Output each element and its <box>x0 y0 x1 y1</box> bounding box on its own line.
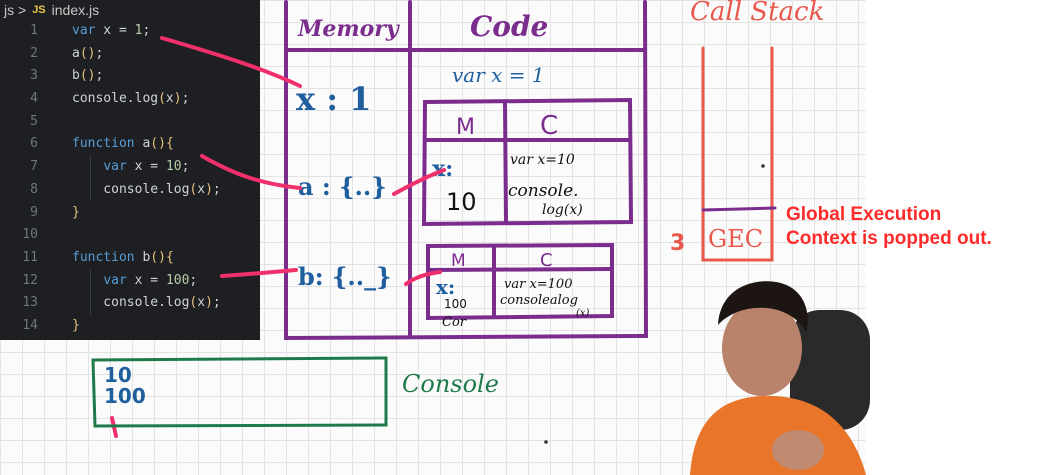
code-line[interactable]: 6 function a(){ <box>0 133 260 156</box>
memory-x-entry: x : 1 <box>296 80 371 118</box>
code-line[interactable]: 2 a(); <box>0 43 260 66</box>
line-number: 14 <box>22 317 38 333</box>
ctx-a-code-1: var x=10 <box>510 152 575 168</box>
slide-caption: Global Execution Context is popped out. <box>786 203 992 251</box>
ctx-b-memory-header: M <box>451 251 466 271</box>
ctx-b-code-2: consolealog <box>500 293 578 308</box>
ctx-a-code-header: C <box>540 111 558 141</box>
line-number: 1 <box>30 23 38 38</box>
code-line[interactable]: 13 console.log(x); <box>0 292 260 315</box>
breadcrumb-folder[interactable]: js > <box>4 2 27 18</box>
line-number: 4 <box>30 91 38 107</box>
code-text[interactable]: } <box>72 317 80 333</box>
code-text[interactable]: console.log(x); <box>72 181 221 197</box>
line-number: 12 <box>22 272 38 288</box>
code-line[interactable]: 9} <box>0 202 260 225</box>
connector-strokes <box>110 36 446 438</box>
code-line[interactable]: 3 b(); <box>0 65 260 88</box>
line-number: 6 <box>30 136 38 152</box>
ctx-a-code-2: console. <box>508 181 579 201</box>
code-line[interactable]: 12 var x = 100; <box>0 270 260 293</box>
memory-b-entry: b: {.._} <box>298 262 392 291</box>
code-text[interactable]: console.log(x); <box>72 91 190 107</box>
line-number: 11 <box>22 249 38 265</box>
code-text[interactable]: function b(){ <box>72 249 174 265</box>
call-stack-frame <box>701 46 777 262</box>
file-name-tab[interactable]: index.js <box>51 2 100 18</box>
code-lines[interactable]: 1 var x = 1; 2 a(); 3 b(); 4 console.log(x); 5 6 f… <box>0 20 260 338</box>
right-panel <box>866 0 1050 475</box>
call-stack-gec: GEC <box>708 225 763 253</box>
indent-guide <box>90 270 91 315</box>
ctx-b-code-header: C <box>540 250 553 271</box>
line-number: 2 <box>30 45 38 61</box>
ctx-b-mem-var: x: <box>436 275 455 299</box>
memory-a-entry: a : {..} <box>298 172 387 201</box>
code-line[interactable]: 4 console.log(x); <box>0 88 260 111</box>
memory-header: Memory <box>297 16 401 42</box>
line-number: 13 <box>22 295 38 311</box>
indent-guide <box>90 156 91 201</box>
line-number: 5 <box>30 113 38 129</box>
code-text[interactable]: var x = 100; <box>103 272 198 288</box>
code-editor: js > JS index.js 1 var x = 1; 2 a(); 3 b(); 4 c… <box>0 0 260 340</box>
code-text[interactable]: function a(){ <box>72 136 174 152</box>
caption-line-2: Context is popped out. <box>786 228 992 249</box>
code-line[interactable]: 7 var x = 10; <box>0 156 260 179</box>
ctx-b-code-3: (x) <box>576 308 590 319</box>
ctx-a-code-3: log(x) <box>542 202 583 218</box>
line-number: 7 <box>30 159 38 175</box>
console-box <box>91 356 388 428</box>
stray-dot <box>544 440 548 444</box>
code-line[interactable]: 1 var x = 1; <box>0 20 260 43</box>
line-number: 3 <box>30 68 38 84</box>
caption-line-1: Global Execution <box>786 204 942 225</box>
js-file-icon: JS <box>32 4 46 16</box>
code-text[interactable]: a(); <box>72 45 104 61</box>
ctx-b-mem-extra: Cor <box>442 315 467 330</box>
stray-dot <box>761 164 765 168</box>
code-text[interactable]: var x = 1; <box>72 23 151 38</box>
line-number: 9 <box>30 204 38 220</box>
ctx-b-code-1: var x=100 <box>504 277 572 292</box>
global-code-line: var x = 1 <box>452 63 545 87</box>
code-line[interactable]: 10 <box>0 224 260 247</box>
console-label: Console <box>402 370 499 398</box>
ctx-b-mem-val: 100 <box>444 297 467 311</box>
code-text[interactable]: } <box>72 204 80 220</box>
presenter-webcam <box>690 281 870 475</box>
call-stack-mark: 3 <box>670 231 685 256</box>
code-line[interactable]: 8 console.log(x); <box>0 179 260 202</box>
code-header: Code <box>470 10 548 43</box>
console-output-2: 100 <box>104 384 146 408</box>
code-line[interactable]: 14} <box>0 315 260 338</box>
ctx-a-memory-header: M <box>456 115 475 140</box>
code-text[interactable]: var x = 10; <box>103 159 190 175</box>
line-number: 10 <box>22 227 38 243</box>
line-number: 8 <box>30 181 38 197</box>
code-text[interactable]: b(); <box>72 68 104 84</box>
ctx-a-mem-val: 10 <box>446 188 477 216</box>
code-line[interactable]: 11 function b(){ <box>0 247 260 270</box>
console-output-1: 10 <box>104 363 132 387</box>
call-stack-title: Call Stack <box>690 0 824 27</box>
code-line[interactable]: 5 <box>0 111 260 134</box>
editor-tab-bar: js > JS index.js <box>0 0 260 20</box>
code-text[interactable]: console.log(x); <box>72 295 221 311</box>
